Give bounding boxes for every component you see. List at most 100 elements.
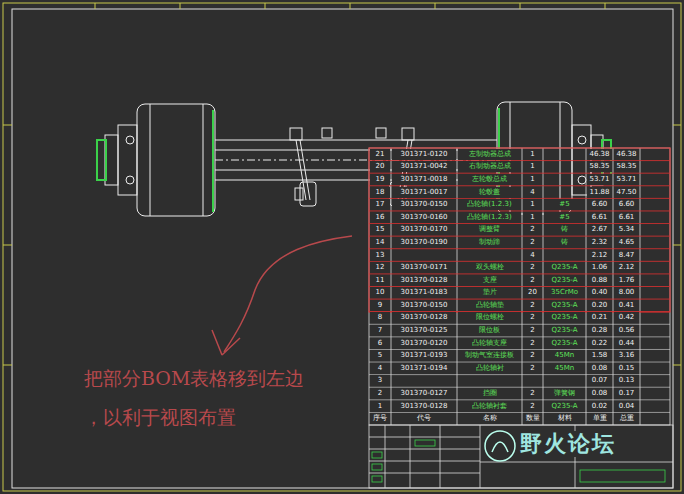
watermark: 野火论坛: [520, 431, 616, 457]
table-cell: 2: [523, 401, 542, 412]
table-cell: 0.07: [587, 375, 612, 386]
table-cell: 轮毂盖: [458, 187, 521, 198]
table-header-cell: 序号: [370, 413, 390, 424]
table-cell: 1: [523, 149, 542, 160]
table-cell: 5.34: [614, 224, 639, 235]
table-cell: 1: [370, 401, 390, 412]
table-cell: 支座: [458, 275, 521, 286]
table-cell: 301370-0127: [392, 388, 456, 399]
table-cell: 3.16: [614, 350, 639, 361]
table-cell: 左轮毂总成: [458, 174, 521, 185]
table-cell: 0.08: [587, 388, 612, 399]
table-cell: 16: [370, 212, 390, 223]
table-cell: 301370-0170: [392, 224, 456, 235]
table-cell: 制动气室连接板: [458, 350, 521, 361]
table-cell: 45Mn: [544, 350, 585, 361]
table-cell: 6.60: [587, 199, 612, 210]
table-cell: #5: [544, 212, 585, 223]
table-cell: 0.08: [587, 363, 612, 374]
table-cell: 46.38: [614, 149, 639, 160]
table-header-cell: 材料: [544, 413, 585, 424]
table-cell: 凸轮轴(1.2.3): [458, 212, 521, 223]
table-cell: 0.22: [587, 338, 612, 349]
table-cell: 46.38: [587, 149, 612, 160]
table-cell: 15: [370, 224, 390, 235]
table-cell: 2: [523, 275, 542, 286]
table-cell: 1: [523, 212, 542, 223]
table-cell: 301371-0193: [392, 350, 456, 361]
table-cell: 弹簧钢: [544, 388, 585, 399]
table-cell: 2: [523, 388, 542, 399]
table-cell: 4: [523, 187, 542, 198]
table-cell: Q235-A: [544, 338, 585, 349]
table-cell: 301370-0125: [392, 325, 456, 336]
table-cell: 2: [523, 350, 542, 361]
table-cell: 2: [523, 262, 542, 273]
table-cell: 2: [523, 300, 542, 311]
table-cell: 调整臂: [458, 224, 521, 235]
table-cell: 右制动器总成: [458, 161, 521, 172]
table-cell: 301370-0160: [392, 212, 456, 223]
table-cell: 凸轮轴支座: [458, 338, 521, 349]
table-cell: 挡圈: [458, 388, 521, 399]
table-cell: 0.17: [614, 388, 639, 399]
table-cell: 0.02: [587, 401, 612, 412]
table-cell: Q235-A: [544, 312, 585, 323]
table-cell: 凸轮轴衬套: [458, 401, 521, 412]
table-cell: 9: [370, 300, 390, 311]
table-cell: 301371-0042: [392, 161, 456, 172]
table-cell: 17: [370, 199, 390, 210]
table-cell: 0.88: [587, 275, 612, 286]
table-cell: 1: [523, 174, 542, 185]
table-cell: 0.41: [614, 300, 639, 311]
table-cell: 2: [523, 325, 542, 336]
table-cell: 53.71: [587, 174, 612, 185]
table-cell: 制动蹄: [458, 237, 521, 248]
table-cell: 301371-0194: [392, 363, 456, 374]
table-header-cell: 数量: [523, 413, 542, 424]
table-cell: 限位板: [458, 325, 521, 336]
table-cell: 301370-0128: [392, 401, 456, 412]
table-cell: 0.44: [614, 338, 639, 349]
table-cell: 13: [370, 250, 390, 261]
table-cell: 301370-0150: [392, 300, 456, 311]
table-cell: 2.12: [614, 262, 639, 273]
table-cell: 3: [370, 375, 390, 386]
table-cell: 凸轮轴(1.2.3): [458, 199, 521, 210]
table-cell: 35CrMo: [544, 287, 585, 298]
table-cell: 1.76: [614, 275, 639, 286]
table-header-cell: 总重: [614, 413, 639, 424]
table-cell: 2.67: [587, 224, 612, 235]
table-cell: 0.21: [587, 312, 612, 323]
table-cell: 11.88: [587, 187, 612, 198]
table-cell: 20: [370, 161, 390, 172]
table-cell: 0.04: [614, 401, 639, 412]
table-cell: 1: [523, 161, 542, 172]
table-cell: 8: [370, 312, 390, 323]
table-cell: 垫片: [458, 287, 521, 298]
table-cell: 6.61: [614, 212, 639, 223]
table-cell: 18: [370, 187, 390, 198]
table-cell: 7: [370, 325, 390, 336]
table-header-cell: 名称: [458, 413, 521, 424]
table-cell: 4: [370, 363, 390, 374]
table-cell: 6.60: [614, 199, 639, 210]
table-cell: 2: [523, 312, 542, 323]
table-cell: 301371-0120: [392, 149, 456, 160]
table-cell: 凸轮轴衬: [458, 363, 521, 374]
table-cell: 0.13: [614, 375, 639, 386]
table-cell: 20: [523, 287, 542, 298]
table-cell: 53.71: [614, 174, 639, 185]
table-cell: 2: [523, 237, 542, 248]
table-cell: 0.56: [614, 325, 639, 336]
table-cell: 301371-0183: [392, 287, 456, 298]
annotation-note: 把部分BOM表格移到左边: [84, 366, 304, 390]
table-cell: 301370-0128: [392, 275, 456, 286]
table-cell: 铸: [544, 224, 585, 235]
table-cell: 301371-0018: [392, 174, 456, 185]
table-cell: 5: [370, 350, 390, 361]
table-cell: 1.06: [587, 262, 612, 273]
table-cell: 0.15: [614, 363, 639, 374]
table-header-cell: 代号: [392, 413, 456, 424]
